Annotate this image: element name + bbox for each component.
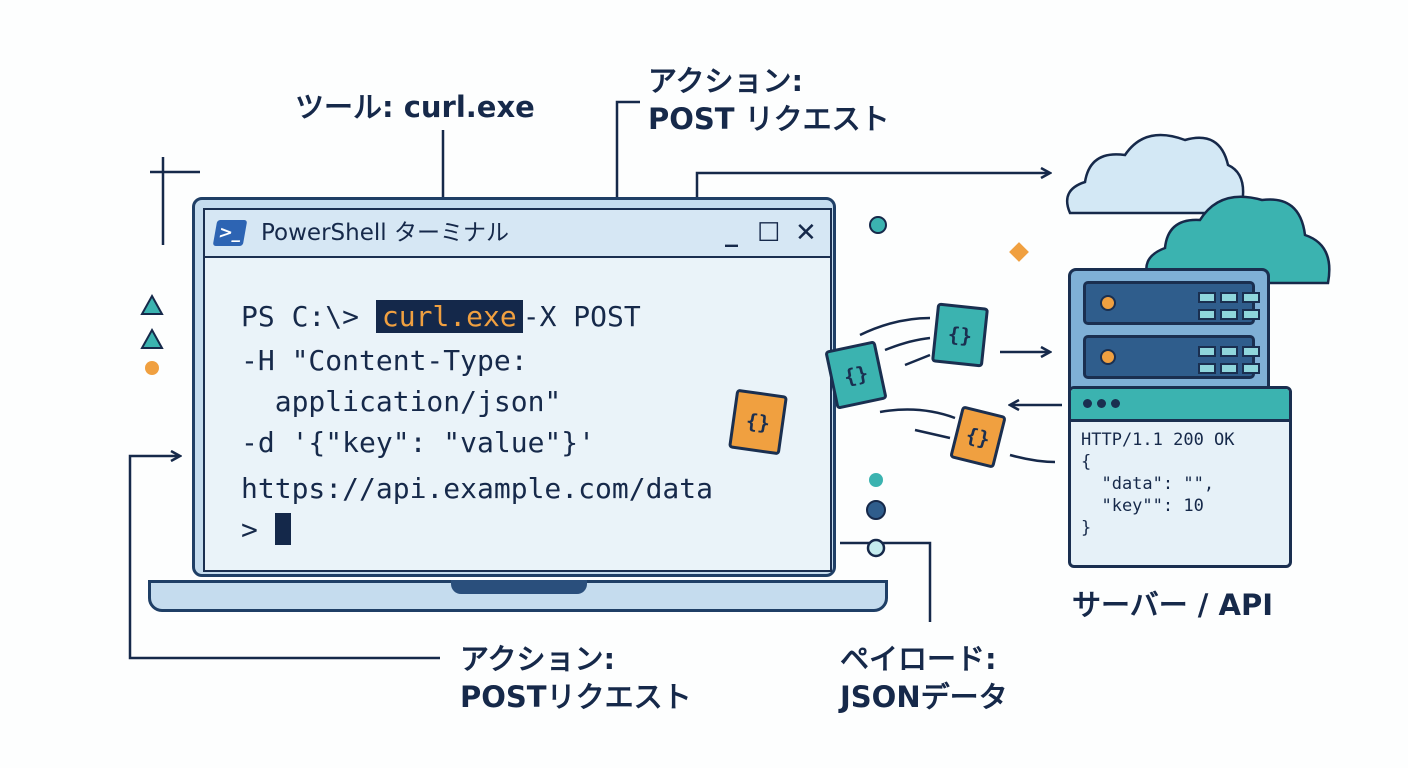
action-label-top-line2: POST リクエスト [648, 102, 890, 136]
payload-label-line2: JSONデータ [840, 680, 1008, 714]
powershell-window: >_ PowerShell ターミナル _ ☐ ✕ PS C:\> curl.e… [203, 208, 832, 572]
next-prompt: > [241, 513, 258, 546]
action-label-bottom: アクション: POSTリクエスト [460, 640, 692, 716]
json-document-icon: {} [728, 388, 788, 456]
action-label-bottom-line2: POSTリクエスト [460, 680, 692, 714]
triangle-marker [140, 293, 164, 315]
text-cursor [274, 513, 291, 545]
close-button[interactable]: ✕ [795, 218, 817, 248]
minimize-button[interactable]: _ [725, 218, 738, 248]
cloud-icon [1065, 133, 1245, 215]
command-line-4: -d '{"key": "value"}' [241, 426, 596, 459]
server-rack-icon [1068, 268, 1270, 398]
window-title: PowerShell ターミナル [261, 220, 509, 246]
status-light [1100, 295, 1116, 311]
next-prompt-line[interactable]: > [241, 513, 291, 547]
method-flag: -X POST [522, 300, 641, 333]
laptop-notch [451, 580, 587, 594]
command-line-5: https://api.example.com/data [241, 472, 714, 505]
maximize-button[interactable]: ☐ [757, 218, 781, 248]
response-window: HTTP/1.1 200 OK{ "data": "", "key"": 10} [1068, 386, 1292, 568]
action-label-top-line1: アクション: [648, 64, 804, 98]
command-line-2: -H "Content-Type: [241, 344, 528, 377]
payload-label-line1: ペイロード: [840, 642, 997, 676]
json-document-icon: {} [931, 302, 989, 368]
powershell-icon: >_ [212, 220, 248, 246]
command-highlight: curl.exe [375, 300, 523, 333]
payload-label: ペイロード: JSONデータ [840, 640, 1008, 716]
response-title-bar [1071, 389, 1289, 422]
action-label-bottom-line1: アクション: [460, 642, 616, 676]
triangle-marker [140, 327, 164, 349]
response-body: HTTP/1.1 200 OK{ "data": "", "key"": 10} [1081, 430, 1235, 538]
command-line-3: application/json" [241, 385, 562, 418]
laptop-base [148, 580, 888, 612]
status-light [1100, 349, 1116, 365]
action-label-top: アクション: POST リクエスト [648, 62, 890, 138]
server-unit [1083, 335, 1260, 379]
server-label: サーバー / API [1072, 588, 1273, 622]
tool-label: ツール: curl.exe [295, 90, 535, 124]
server-unit [1083, 281, 1260, 325]
command-line-1: PS C:\> curl.exe-X POST [241, 300, 641, 334]
cloud-icon [1145, 195, 1331, 285]
title-bar: >_ PowerShell ターミナル _ ☐ ✕ [205, 210, 830, 258]
prompt: PS C:\> [241, 300, 360, 333]
